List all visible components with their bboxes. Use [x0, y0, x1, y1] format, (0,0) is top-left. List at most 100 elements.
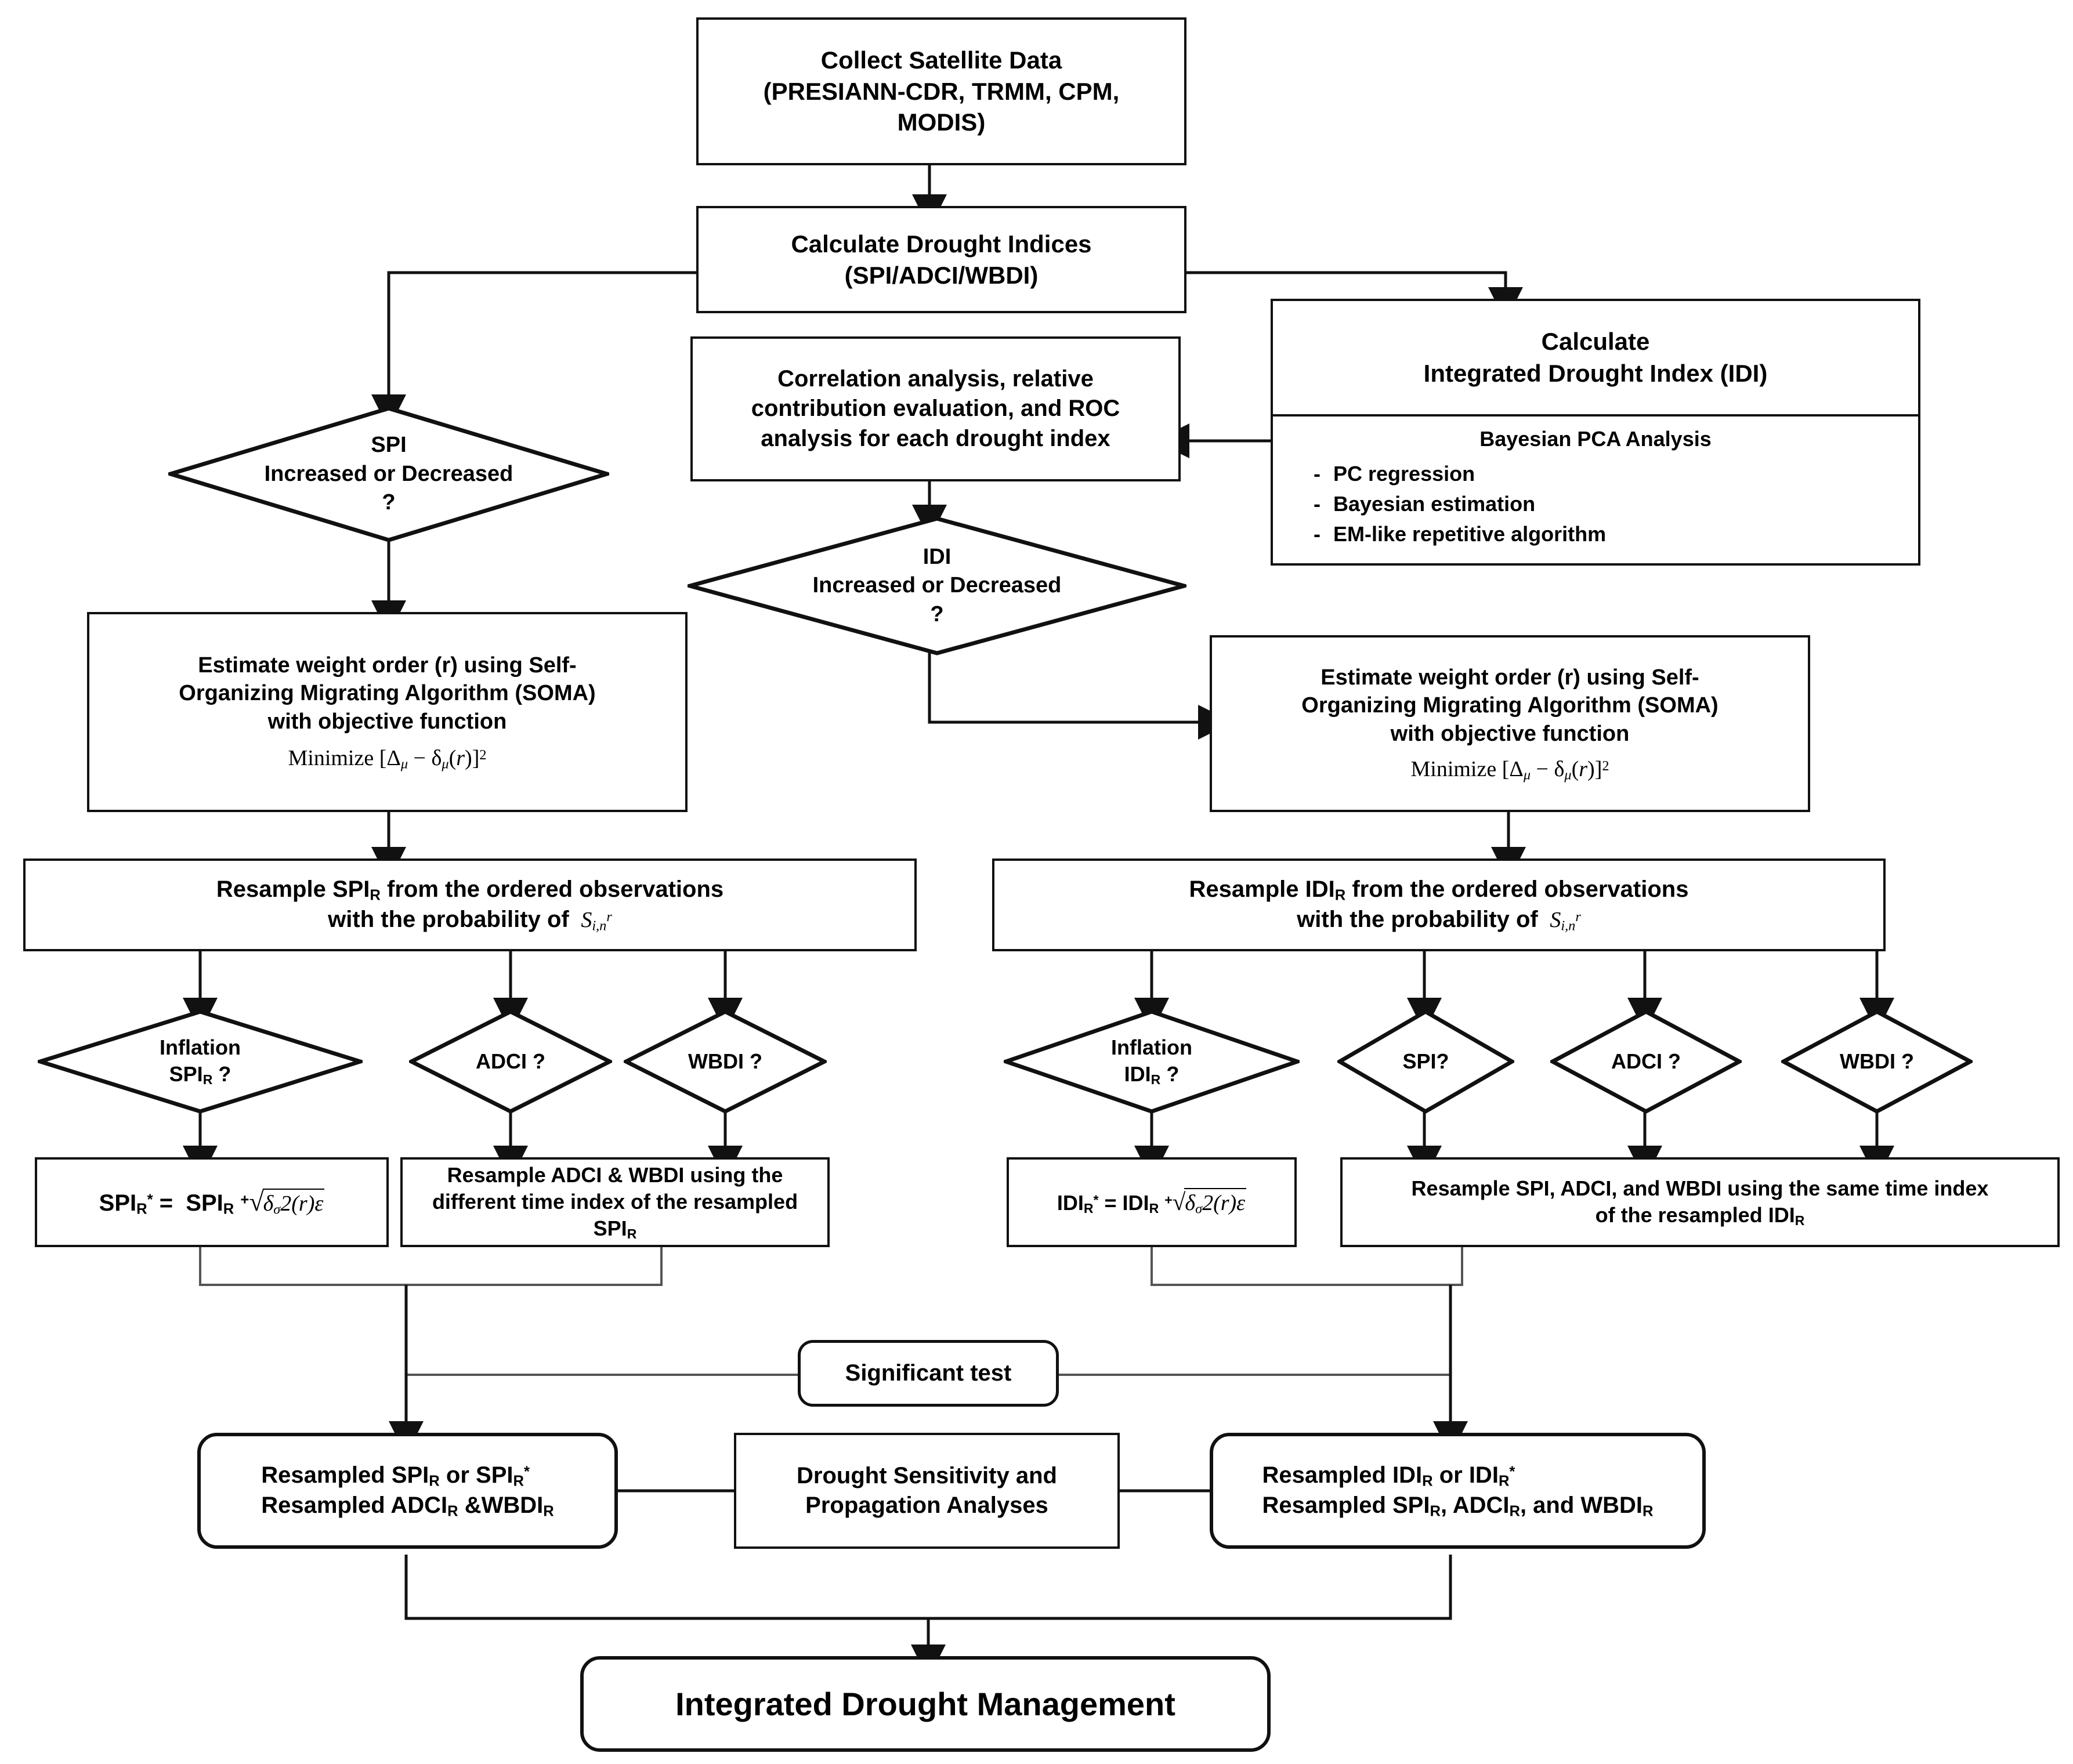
probability-symbol: Si,nr: [575, 908, 612, 934]
collect-line3: MODIS): [897, 108, 986, 136]
rsg-l1s2: R: [513, 1473, 524, 1490]
resample-spi-line2-text: with the probability of: [328, 907, 569, 933]
decision-spi-increased-or-decreased[interactable]: SPI Increased or Decreased ?: [168, 406, 609, 542]
rig-l2m: , ADCI: [1440, 1493, 1510, 1518]
rsg-l2m: &WBDI: [458, 1493, 544, 1518]
resample-spi-sub: R: [370, 887, 381, 904]
spi-star-asterisk: *: [147, 1191, 153, 1208]
node-resampled-idi-group[interactable]: Resampled IDIR or IDIR* Resampled SPIR, …: [1210, 1433, 1706, 1549]
spi-star-equals: =: [159, 1190, 173, 1216]
resample-adci-wbdi-line2-a: different time index of the resampled SP…: [432, 1189, 798, 1240]
diamond-shape: [624, 1009, 827, 1114]
node-resample-same-time-index[interactable]: Resample SPI, ADCI, and WBDI using the s…: [1340, 1157, 2060, 1247]
decision-wbdi-right[interactable]: WBDI ?: [1781, 1009, 1973, 1114]
rig-l1s2: R: [1498, 1473, 1510, 1490]
decision-inflation-idi[interactable]: Inflation IDIR ?: [1004, 1009, 1300, 1114]
final-label: Integrated Drought Management: [675, 1685, 1175, 1722]
node-resample-adci-wbdi[interactable]: Resample ADCI & WBDI using the different…: [400, 1157, 830, 1247]
diamond-label: WBDI ?: [1840, 1049, 1914, 1073]
idi-head-line1: Calculate: [1541, 327, 1650, 355]
idi-star-asterisk: *: [1093, 1192, 1099, 1208]
node-significant-test[interactable]: Significant test: [798, 1340, 1059, 1407]
probability-symbol: Si,nr: [1544, 908, 1581, 934]
node-spi-star-formula[interactable]: SPIR* = SPIR +√δσ2(r)ε: [35, 1157, 389, 1247]
decision-adci-right[interactable]: ADCI ?: [1550, 1009, 1742, 1114]
diamond-label: ADCI ?: [476, 1049, 545, 1073]
inflation-spi-b: ?: [212, 1062, 231, 1086]
resample-adci-wbdi-sub: R: [627, 1226, 637, 1241]
idi-star-equation: IDIR* = IDIR +√δσ2(r)ε: [1049, 1183, 1254, 1221]
inflation-idi-line2: IDIR ?: [1111, 1061, 1192, 1089]
diamond-label: WBDI ?: [688, 1049, 762, 1073]
bullet-dash: -: [1314, 462, 1321, 486]
node-correlation-analysis[interactable]: Correlation analysis, relative contribut…: [690, 336, 1181, 481]
node-idi-star-formula[interactable]: IDIR* = IDIR +√δσ2(r)ε: [1007, 1157, 1297, 1247]
resample-idi-line1: Resample IDIR from the ordered observati…: [1189, 875, 1689, 905]
collect-line1: Collect Satellite Data: [820, 46, 1062, 74]
rig-l1m: or IDI: [1432, 1462, 1499, 1488]
rsg-l2s2: R: [543, 1503, 554, 1520]
resample-same-line2: of the resampled IDIR: [1412, 1202, 1989, 1230]
resample-spi-line2: with the probability of Si,nr: [216, 905, 723, 934]
decision-inflation-spi[interactable]: Inflation SPIR ?: [38, 1009, 363, 1114]
node-soma-right[interactable]: Estimate weight order (r) using Self- Or…: [1210, 635, 1810, 812]
resample-adci-wbdi-line1: Resample ADCI & WBDI using the: [447, 1162, 783, 1187]
rsg-l1m: or SPI: [439, 1462, 513, 1488]
rig-l2s3: R: [1643, 1503, 1654, 1520]
spi-decision-line1: SPI: [371, 433, 407, 458]
spi-star-radicand: δσ2(r)ε: [262, 1189, 325, 1218]
inflation-idi-a: IDI: [1124, 1062, 1151, 1086]
node-resample-idi[interactable]: Resample IDIR from the ordered observati…: [992, 859, 1886, 951]
decision-adci-left[interactable]: ADCI ?: [409, 1009, 612, 1114]
node-soma-left[interactable]: Estimate weight order (r) using Self- Or…: [87, 612, 688, 812]
idi-decision-line1: IDI: [922, 544, 952, 569]
decision-wbdi-left[interactable]: WBDI ?: [624, 1009, 827, 1114]
soma-right-line1: Estimate weight order (r) using Self-: [1321, 665, 1699, 690]
node-calculate-integrated-drought-index[interactable]: Calculate Integrated Drought Index (IDI)…: [1271, 299, 1920, 566]
decision-idi-increased-or-decreased[interactable]: IDI Increased or Decreased ?: [688, 516, 1186, 655]
decision-spi-right[interactable]: SPI?: [1337, 1009, 1514, 1114]
bullet-text: EM-like repetitive algorithm: [1333, 522, 1607, 546]
soma-right-equation: Minimize [Δμ − δμ(r)]2: [1410, 756, 1609, 783]
resample-same-line1: Resample SPI, ADCI, and WBDI using the s…: [1411, 1176, 1989, 1200]
diamond-shape: [688, 516, 1186, 655]
calc-indices-line2: (SPI/ADCI/WBDI): [844, 261, 1039, 289]
soma-left-equation: Minimize [Δμ − δμ(r)]2: [288, 745, 487, 772]
node-integrated-drought-management[interactable]: Integrated Drought Management: [580, 1656, 1271, 1752]
rsg-l2s1: R: [447, 1503, 458, 1520]
node-drought-sensitivity-propagation[interactable]: Drought Sensitivity and Propagation Anal…: [734, 1433, 1120, 1549]
inflation-spi-a: SPI: [169, 1062, 203, 1086]
idi-head-line2: Integrated Drought Index (IDI): [1423, 359, 1768, 387]
idi-head: Calculate Integrated Drought Index (IDI): [1273, 301, 1918, 416]
rig-l1star: *: [1509, 1463, 1515, 1480]
spi-star-rhs: SPI: [186, 1190, 223, 1216]
rig-l2s2: R: [1509, 1503, 1520, 1520]
diamond-label: SPI Increased or Decreased ?: [168, 406, 609, 542]
resample-spi-line1-a: Resample SPI: [216, 876, 370, 903]
diamond-shape: [38, 1009, 363, 1114]
rsg-l1a: Resampled SPI: [261, 1462, 429, 1488]
bullet-dash: -: [1314, 522, 1321, 546]
node-resampled-spi-group[interactable]: Resampled SPIR or SPIR* Resampled ADCIR …: [197, 1433, 618, 1549]
resample-idi-sub: R: [1334, 887, 1346, 904]
inflation-spi-line2: SPIR ?: [160, 1061, 241, 1089]
sensitivity-line2: Propagation Analyses: [805, 1493, 1048, 1518]
idi-decision-line2: Increased or Decreased: [812, 573, 1062, 598]
node-collect-satellite-data[interactable]: Collect Satellite Data (PRESIANN-CDR, TR…: [696, 17, 1186, 165]
sensitivity-line1: Drought Sensitivity and: [797, 1462, 1057, 1488]
spi-star-lhs-sub: R: [136, 1201, 147, 1218]
node-resample-spi[interactable]: Resample SPIR from the ordered observati…: [23, 859, 917, 951]
resample-idi-line2-text: with the probability of: [1297, 907, 1538, 933]
node-calculate-drought-indices[interactable]: Calculate Drought Indices (SPI/ADCI/WBDI…: [696, 206, 1186, 313]
bullet-text: Bayesian estimation: [1333, 492, 1536, 516]
spi-decision-line3: ?: [382, 490, 396, 515]
bayesian-pca-list: - PC regression - Bayesian estimation - …: [1273, 462, 1918, 546]
diamond-label: Inflation IDIR ?: [1004, 1009, 1300, 1114]
list-item: - PC regression: [1314, 462, 1918, 486]
correlation-line2: contribution evaluation, and ROC: [751, 396, 1120, 422]
bullet-dash: -: [1314, 492, 1321, 516]
bayesian-pca-title: Bayesian PCA Analysis: [1479, 427, 1712, 451]
diamond-label: Inflation SPIR ?: [38, 1009, 363, 1114]
resample-adci-wbdi-line2: different time index of the resampled SP…: [411, 1189, 819, 1243]
